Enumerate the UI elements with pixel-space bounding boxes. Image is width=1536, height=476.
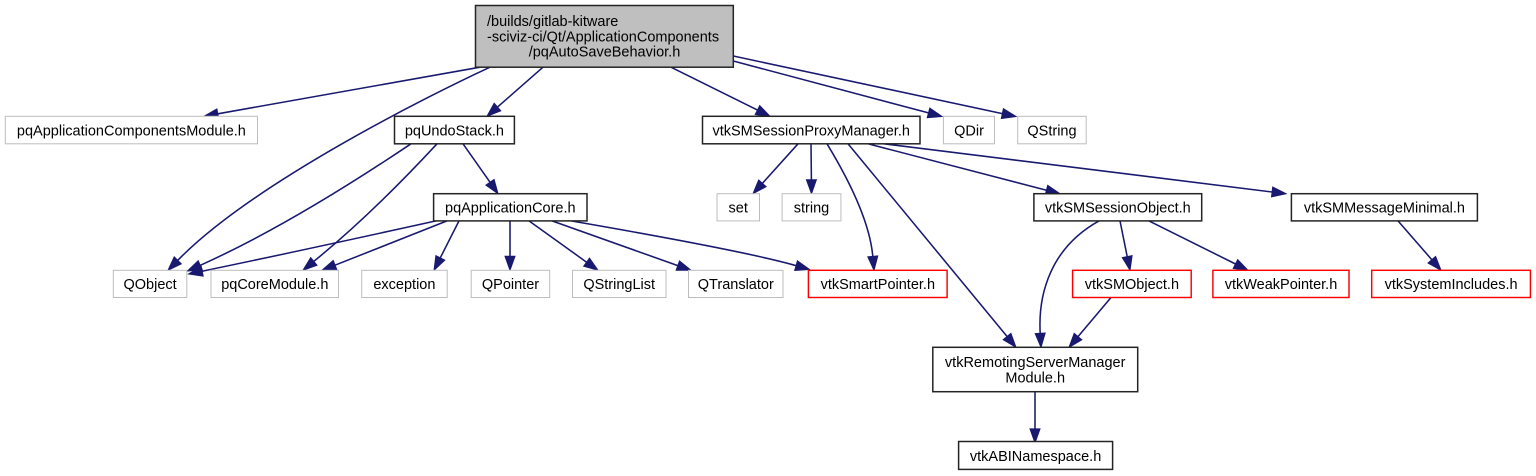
svg-text:-sciviz-ci/Qt/ApplicationCompo: -sciviz-ci/Qt/ApplicationComponents [487, 29, 719, 45]
svg-text:vtkSmartPointer.h: vtkSmartPointer.h [821, 277, 935, 293]
svg-text:pqCoreModule.h: pqCoreModule.h [221, 277, 328, 293]
svg-text:vtkSMSessionObject.h: vtkSMSessionObject.h [1045, 201, 1191, 217]
svg-text:vtkRemotingServerManager: vtkRemotingServerManager [945, 355, 1126, 371]
svg-text:QPointer: QPointer [482, 277, 539, 293]
svg-text:exception: exception [373, 277, 435, 293]
svg-text:string: string [794, 201, 829, 217]
svg-text:Module.h: Module.h [1005, 371, 1065, 387]
svg-text:vtkSMMessageMinimal.h: vtkSMMessageMinimal.h [1304, 201, 1465, 217]
svg-text:vtkSMObject.h: vtkSMObject.h [1085, 277, 1179, 293]
svg-text:vtkWeakPointer.h: vtkWeakPointer.h [1225, 277, 1338, 293]
svg-text:QObject: QObject [124, 277, 177, 293]
svg-text:pqUndoStack.h: pqUndoStack.h [405, 123, 504, 139]
svg-text:QString: QString [1027, 123, 1076, 139]
svg-text:QDir: QDir [954, 123, 984, 139]
svg-text:/pqAutoSaveBehavior.h: /pqAutoSaveBehavior.h [529, 45, 681, 61]
svg-text:QTranslator: QTranslator [698, 277, 774, 293]
svg-text:set: set [729, 201, 748, 217]
svg-text:pqApplicationComponentsModule.: pqApplicationComponentsModule.h [17, 123, 246, 139]
svg-text:pqApplicationCore.h: pqApplicationCore.h [445, 201, 576, 217]
svg-text:vtkSMSessionProxyManager.h: vtkSMSessionProxyManager.h [712, 123, 909, 139]
svg-text:vtkABINamespace.h: vtkABINamespace.h [970, 449, 1101, 465]
svg-text:QStringList: QStringList [583, 277, 655, 293]
svg-text:vtkSystemIncludes.h: vtkSystemIncludes.h [1385, 277, 1518, 293]
svg-text:/builds/gitlab-kitware: /builds/gitlab-kitware [487, 14, 618, 30]
